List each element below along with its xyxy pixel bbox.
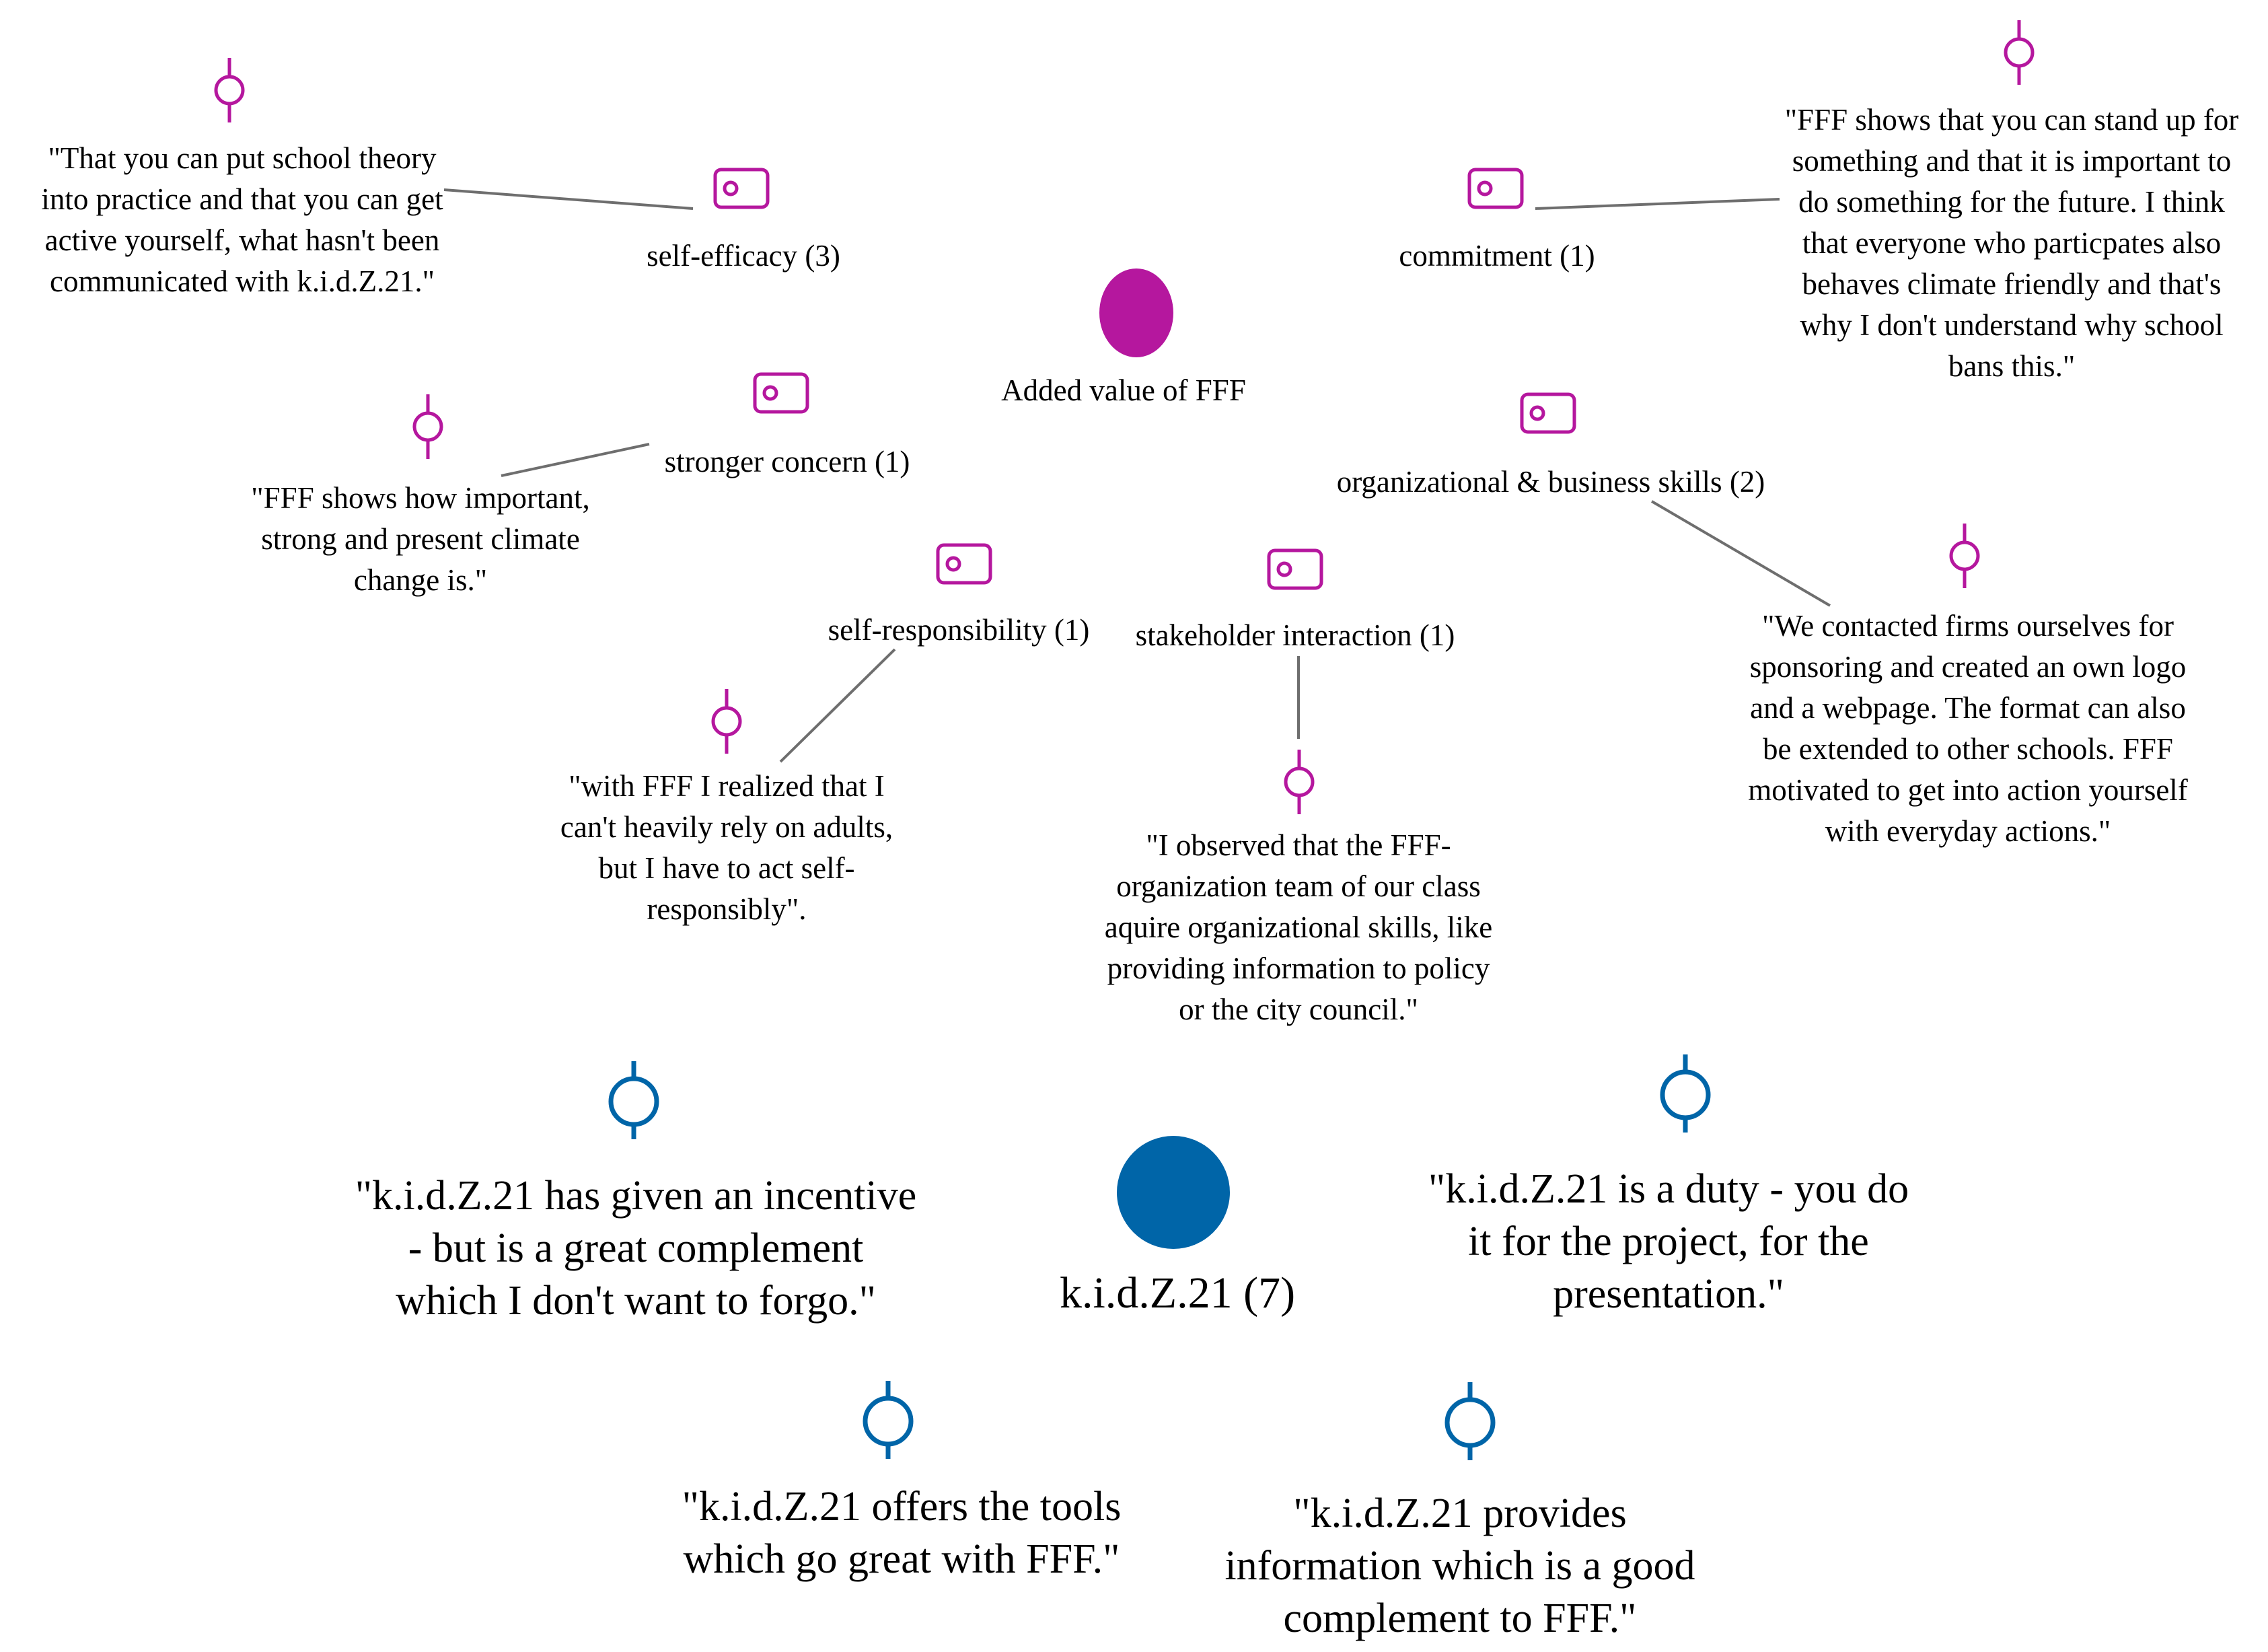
code-tag-icon[interactable] [935,542,993,587]
quote-duty: "k.i.d.Z.21 is a duty - you do it for th… [1428,1166,1909,1317]
link-commitment [1535,198,1780,210]
quote-marker-icon[interactable] [607,1060,661,1141]
quote-tools: "k.i.d.Z.21 offers the tools which go gr… [682,1484,1122,1582]
link-org-business [1650,500,1831,607]
quote-marker-icon[interactable] [409,393,447,460]
quote-marker-icon[interactable] [1658,1053,1712,1134]
quote-marker-icon[interactable] [1946,522,1983,589]
code-tag-icon[interactable] [712,167,770,211]
kidz-category-title: k.i.d.Z.21 (7) [1059,1268,1296,1318]
link-self-responsibility [779,648,896,763]
quote-marker-icon[interactable] [708,688,745,755]
code-tag-icon[interactable] [1467,167,1525,211]
code-tag-icon[interactable] [1266,548,1324,592]
code-self-efficacy[interactable]: self-efficacy (3) [647,239,840,273]
quote-marker-icon[interactable] [2000,19,2038,86]
quote-marker-icon[interactable] [861,1379,915,1460]
quote-how-important: "FFF shows how important, strong and pre… [251,481,590,597]
quote-information: "k.i.d.Z.21 provides information which i… [1224,1491,1695,1641]
quote-marker-icon[interactable] [211,57,248,124]
code-tag-icon[interactable] [752,371,810,416]
code-stronger-concern[interactable]: stronger concern (1) [664,445,910,478]
category-dot-icon [1099,268,1173,357]
code-self-responsibility[interactable]: self-responsibility (1) [828,613,1090,647]
code-org-business[interactable]: organizational & business skills (2) [1336,465,1765,499]
code-stakeholder-interaction[interactable]: stakeholder interaction (1) [1135,618,1455,652]
quote-marker-icon[interactable] [1443,1381,1497,1462]
code-tag-icon[interactable] [1519,392,1577,436]
quote-marker-icon[interactable] [1280,748,1318,816]
fff-category-title: Added value of FFF [1001,373,1246,407]
quote-school-theory: "That you can put school theory into pra… [41,141,443,298]
quote-contacted-firms: "We contacted firms ourselves for sponso… [1748,609,2188,848]
quote-stand-up: "FFF shows that you can stand up for som… [1784,103,2239,383]
category-dot-icon [1117,1136,1230,1249]
code-commitment[interactable]: commitment (1) [1399,239,1595,273]
link-stronger-concern [501,443,650,477]
quote-rely-on-adults: "with FFF I realized that I can't heavil… [560,769,893,926]
quote-incentive: "k.i.d.Z.21 has given an incentive - but… [355,1173,917,1324]
link-self-efficacy [443,188,694,210]
quote-observed-team: "I observed that the FFF- organization t… [1104,828,1493,1026]
